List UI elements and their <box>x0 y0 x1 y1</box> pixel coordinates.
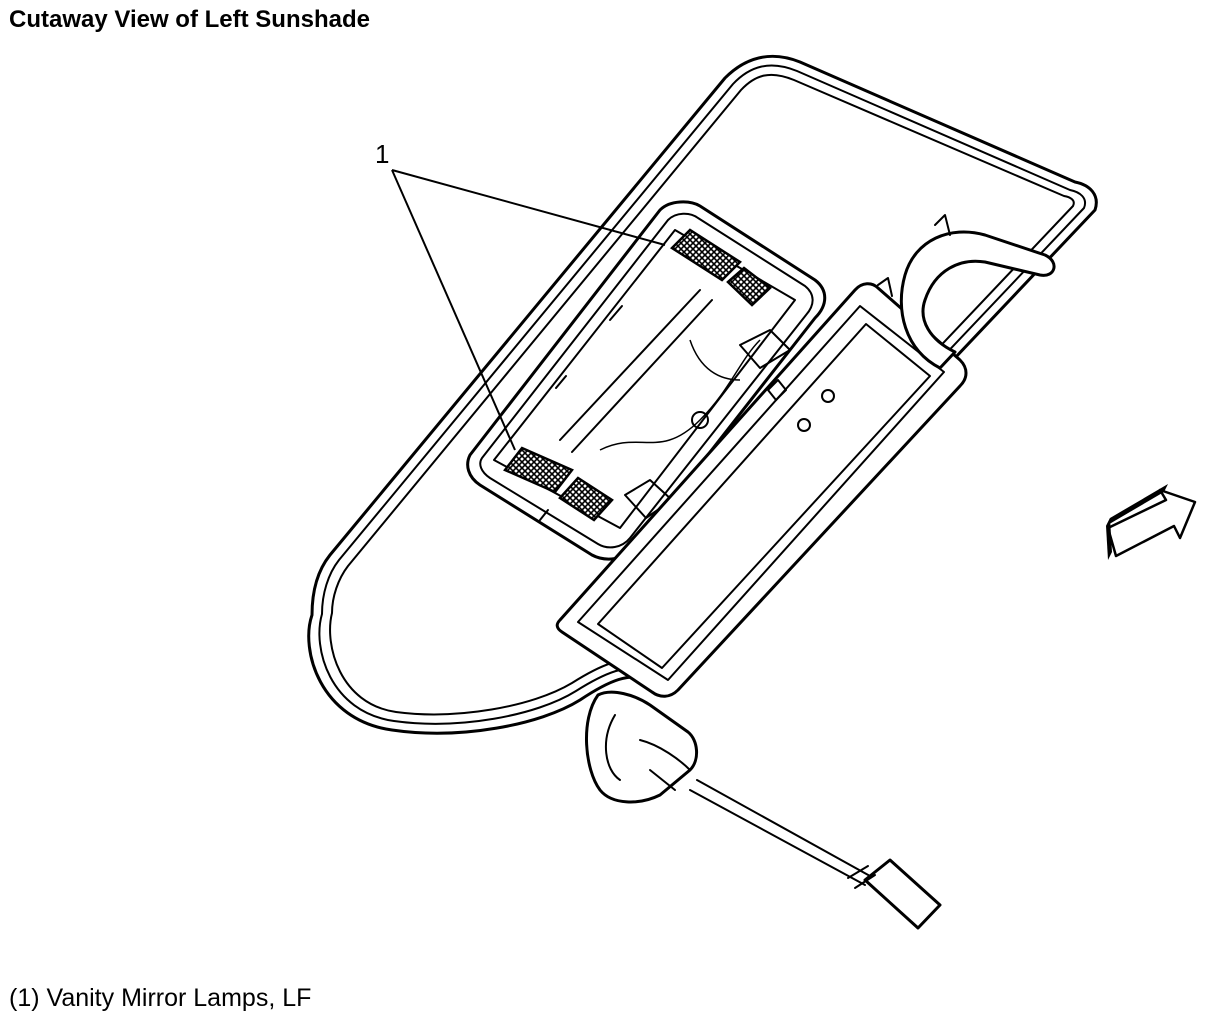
wire-connector <box>847 858 942 930</box>
internal-wiring <box>539 289 791 521</box>
diagram-title: Cutaway View of Left Sunshade <box>9 6 370 33</box>
vanity-mirror-lamp-upper <box>670 228 772 307</box>
mount-bracket <box>584 690 871 886</box>
pivot-rod <box>877 214 1056 370</box>
direction-arrow-icon <box>1106 484 1197 560</box>
callout-number: 1 <box>375 139 389 169</box>
callout-leaders <box>391 169 666 451</box>
mirror-cover <box>555 282 968 698</box>
vanity-mirror-lamp-lower <box>503 446 614 522</box>
legend-item: (1) Vanity Mirror Lamps, LF <box>9 984 312 1012</box>
